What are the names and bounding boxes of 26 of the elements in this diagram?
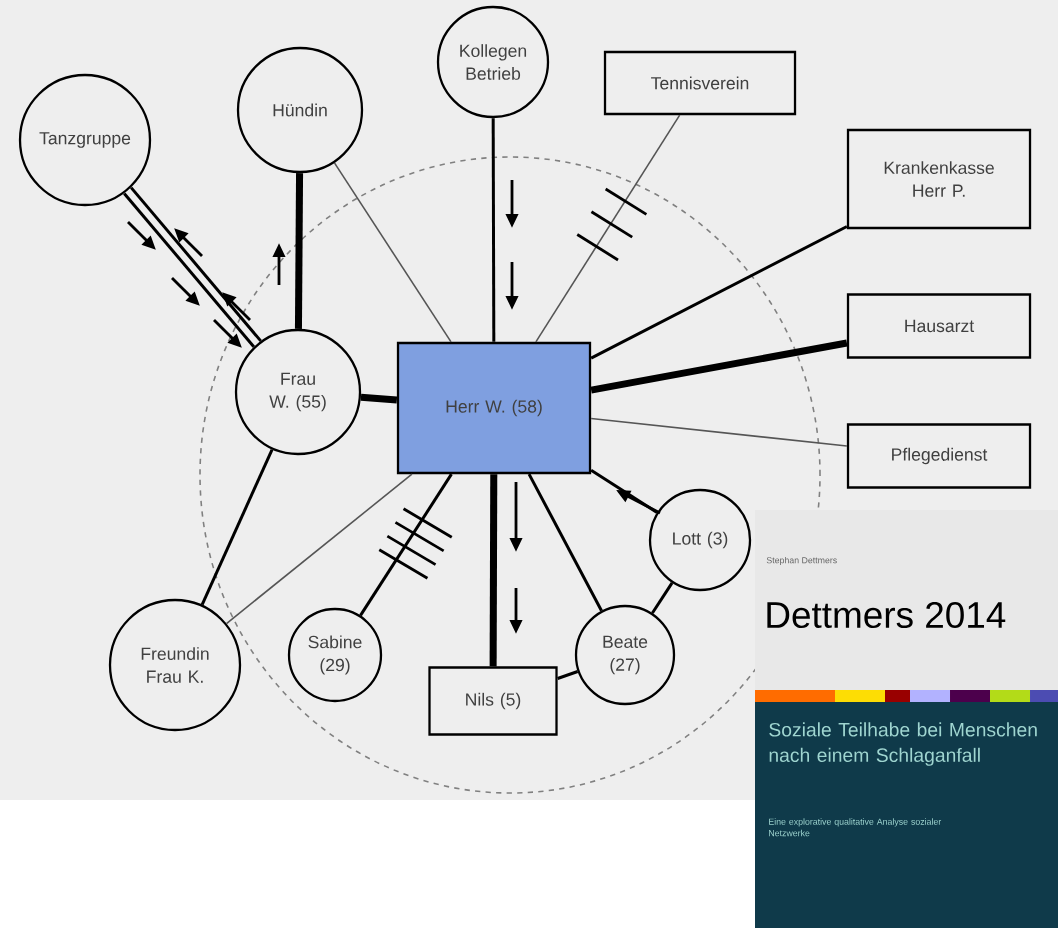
central-box: Herr W. (58) (396, 341, 592, 475)
citation-heading: Dettmers 2014 (767, 601, 1006, 629)
connector-line (590, 339, 848, 394)
connector-line (360, 393, 398, 404)
institution-box: Nils (5) (428, 666, 558, 736)
institution-box: Tennisverein (603, 50, 797, 116)
connector-line (359, 473, 453, 617)
connector-line (590, 417, 848, 447)
connector-line (200, 448, 274, 606)
connector-line (557, 670, 579, 680)
connector-line (527, 473, 603, 612)
institution-box: Hausarzt (846, 293, 1032, 359)
connector-line (225, 473, 413, 625)
connector-line (130, 186, 262, 342)
connector-line (651, 582, 674, 614)
institution-box: Pflegedienst (846, 423, 1032, 489)
connector-line (123, 192, 255, 348)
book-title: Soziale Teilhabe bei Menschen nach einem Schlaganfall (769, 722, 1037, 766)
connector-line (491, 118, 496, 342)
connector-line (590, 469, 658, 514)
institution-box: Krankenkasse Herr P. (846, 128, 1032, 230)
author-name: Stephan Dettmers (766, 556, 837, 566)
connector-line (333, 162, 452, 343)
book-subtitle: Eine explorative qualitative Analyse sozialer Netzwerke (769, 818, 942, 837)
connector-line (535, 114, 681, 343)
connector-line (590, 225, 848, 360)
